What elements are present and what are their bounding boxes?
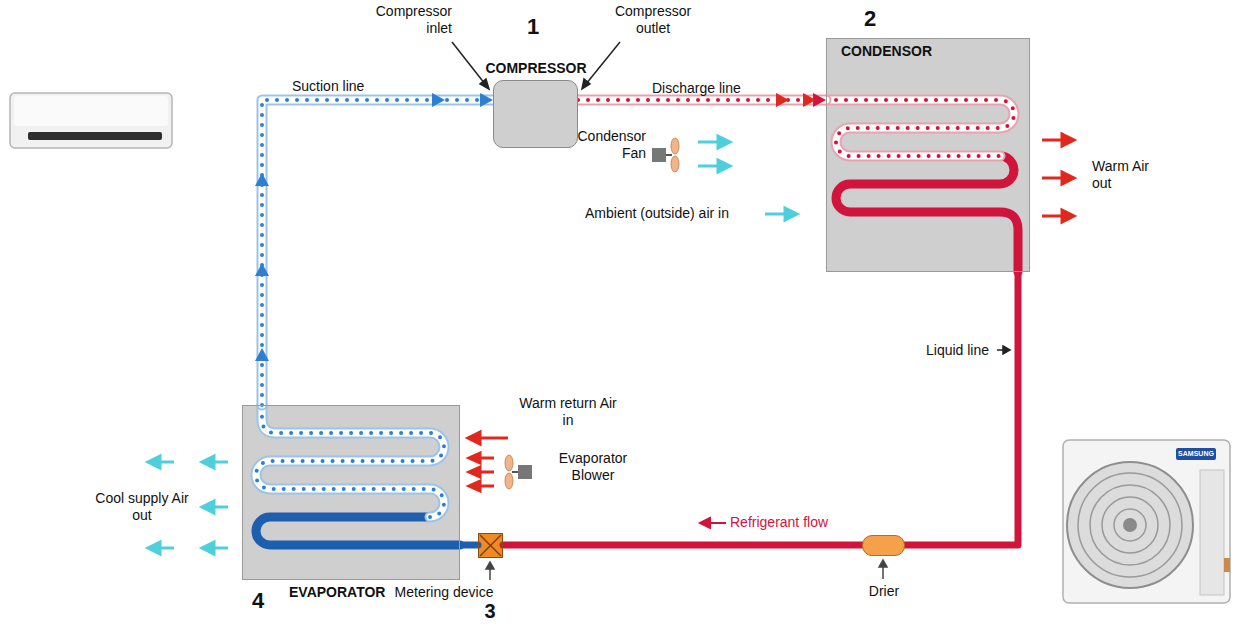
condenser-box: CONDENSOR: [826, 38, 1030, 272]
compressor-box: COMPRESSOR: [493, 80, 578, 148]
pipe-line: [262, 100, 493, 405]
edge-label: Discharge line: [652, 80, 741, 97]
callout-number: 1: [527, 16, 539, 38]
pipe-connector: [460, 545, 478, 546]
brand-badge: SAMSUNG: [1178, 450, 1214, 458]
flow-arrow: [432, 93, 445, 107]
indoor-unit: [10, 93, 172, 148]
air-label: Warm return Air in: [518, 395, 618, 429]
pipe-line: [262, 100, 493, 405]
flow-pointer: [700, 518, 726, 528]
pipe-line: [262, 100, 493, 405]
evaporator-blower: [505, 455, 532, 489]
drier: Drier: [862, 535, 905, 556]
callout-number: 4: [252, 590, 264, 612]
air-label: Warm Air out: [1092, 158, 1156, 192]
callout-text: Compressor inlet: [370, 3, 452, 37]
flow-arrow: [255, 348, 269, 361]
arrow-head: [480, 93, 493, 107]
pipe-line: [503, 542, 862, 549]
pipe-line: [460, 542, 478, 549]
pipe-connector: [262, 93, 493, 405]
node-title: COMPRESSOR: [485, 60, 586, 77]
outdoor-unit: [1063, 440, 1230, 603]
callout-number: 2: [864, 8, 876, 30]
evaporator-coil: [256, 405, 460, 545]
flow-arrow: [803, 93, 816, 107]
node-title: EVAPORATOR: [289, 584, 385, 601]
part-label: Condensor Fan: [558, 128, 646, 162]
flow-arrow: [255, 173, 269, 186]
metering-valve: [478, 533, 503, 558]
air-label: Cool supply Air out: [92, 490, 192, 524]
evaporator-box: EVAPORATOR: [242, 405, 460, 580]
edge-label: Suction line: [292, 78, 364, 95]
condenser-fan: [652, 138, 679, 172]
evaporator-body: [242, 405, 460, 580]
pipe-connector: [503, 545, 862, 546]
leader-arrow: [997, 346, 1010, 354]
node-title: Drier: [869, 583, 899, 600]
edge-label: Refrigerant flow: [730, 514, 828, 531]
callout-number: 3: [484, 601, 495, 621]
part-label: Evaporator Blower: [548, 450, 638, 484]
node-title: Metering device: [395, 584, 494, 601]
air-arrow: [1042, 134, 1074, 222]
air-arrow: [468, 432, 508, 491]
metering-device: Metering device: [478, 533, 503, 558]
leader-arrow: [486, 560, 887, 580]
line-label: Liquid line: [926, 342, 989, 359]
condenser-coil: [826, 100, 1018, 272]
air-label: Ambient (outside) air in: [585, 205, 729, 222]
pipe-line: [905, 272, 1018, 545]
condenser-body: [826, 38, 1030, 272]
pipe-connector: [905, 272, 1018, 545]
flow-arrow: [255, 263, 269, 276]
node-title: CONDENSOR: [841, 43, 932, 60]
callout-text: Compressor outlet: [612, 3, 694, 37]
flow-arrow: [776, 93, 789, 107]
